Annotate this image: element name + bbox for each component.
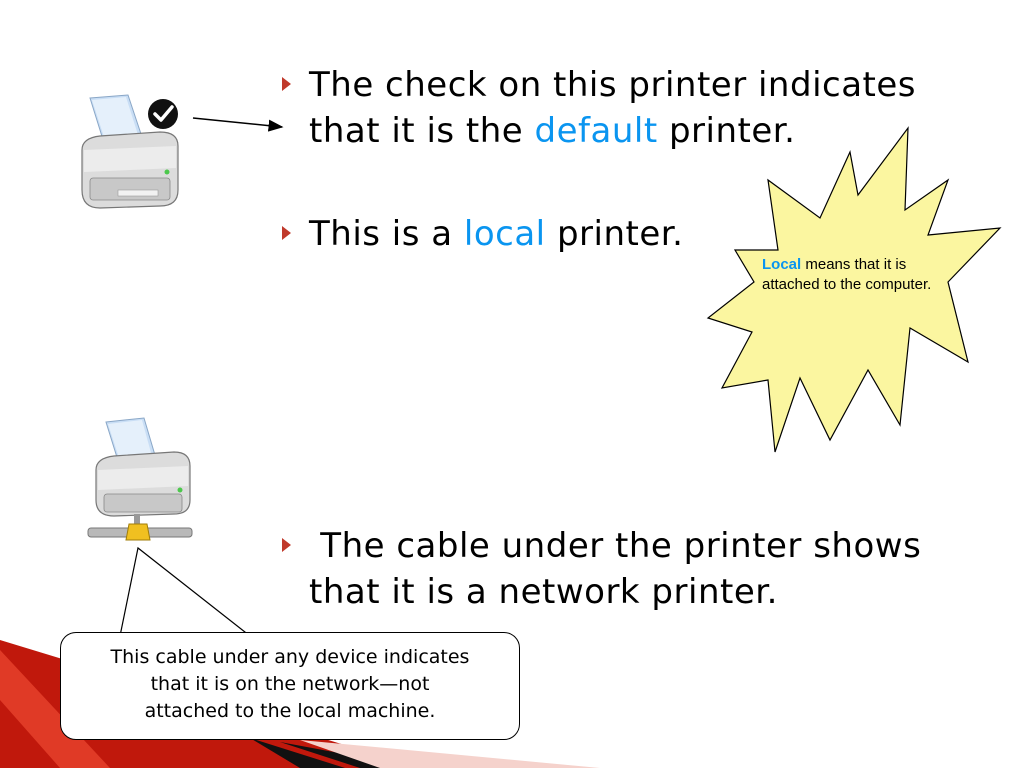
starburst-rest: means that it is attached to the compute… — [762, 256, 932, 293]
bullet1-highlight: default — [534, 111, 658, 151]
default-arrow — [192, 117, 284, 132]
bullet-arrow-icon — [282, 77, 291, 91]
callout-pointer — [119, 546, 251, 637]
bullet-text: This is a local printer. — [282, 211, 982, 257]
bullet-network-printer: The cable under the printer shows that i… — [282, 523, 982, 615]
bullet3-line2: that it is a network printer. — [309, 572, 778, 612]
corner-black-stripe-2 — [250, 738, 345, 768]
corner-pink-stripe — [300, 740, 600, 768]
bullet1-line2-pre: that it is the — [309, 111, 535, 151]
callout-line2: that it is on the network—not — [150, 673, 430, 695]
bullet-default-printer: The check on this printer indicates that… — [282, 62, 982, 154]
bullet-text: The cable under the printer shows that i… — [282, 523, 982, 615]
network-callout: This cable under any device indicates th… — [60, 632, 520, 740]
network-cable-icon — [87, 514, 193, 541]
bullet2-pre: This is a — [309, 214, 464, 254]
starburst-shape — [706, 126, 1002, 453]
bullet-arrow-icon — [282, 226, 291, 240]
default-check-icon — [148, 99, 178, 129]
bullet-text: The check on this printer indicates that… — [282, 62, 982, 154]
callout-line1: This cable under any device indicates — [110, 646, 470, 668]
bullet3-line1: The cable under the printer shows — [309, 526, 922, 566]
bullet1-line1: The check on this printer indicates — [309, 65, 917, 105]
printer2-body — [95, 417, 191, 517]
callout-line3: attached to the local machine. — [144, 700, 436, 722]
bullet2-highlight: local — [463, 214, 546, 254]
printer1-body — [81, 94, 179, 209]
bullet-local-printer: This is a local printer. — [282, 211, 982, 257]
starburst-highlight: Local — [762, 256, 802, 273]
bullet1-line2-post: printer. — [657, 111, 796, 151]
bullet2-post: printer. — [545, 214, 684, 254]
bullet-arrow-icon — [282, 538, 291, 552]
starburst-text: Local means that it is attached to the c… — [762, 255, 947, 295]
